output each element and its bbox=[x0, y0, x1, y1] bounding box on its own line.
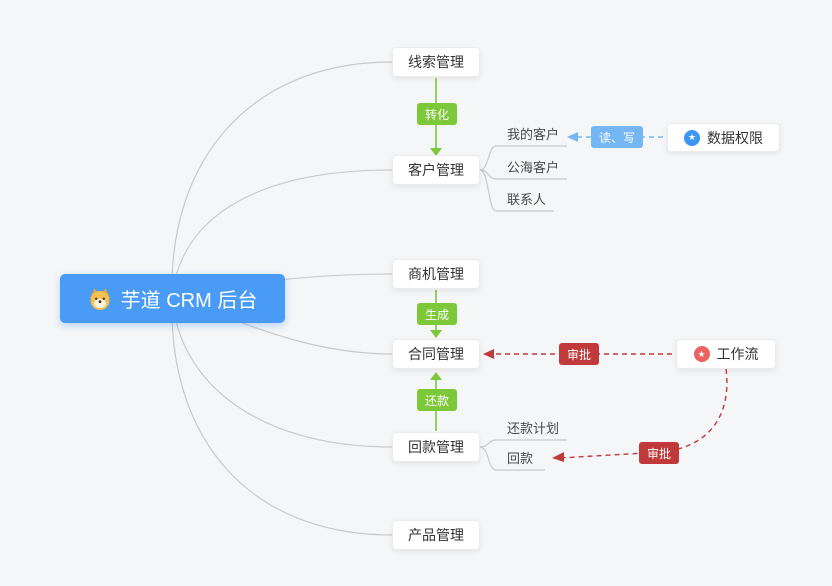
arrowhead-read-write bbox=[567, 132, 578, 142]
edge-root-products bbox=[171, 297, 393, 536]
edge-label-read-write[interactable]: 读、写 bbox=[591, 126, 644, 148]
edge-label-convert[interactable]: 转化 bbox=[417, 103, 458, 125]
arrowhead-convert bbox=[430, 148, 442, 156]
workflow-node[interactable]: ★ 工作流 bbox=[676, 339, 776, 369]
arrowhead-approve-repayment bbox=[552, 452, 564, 462]
edge-customers-contacts bbox=[479, 169, 554, 212]
edge-root-receivables bbox=[171, 297, 393, 448]
edge-label-approve-contract[interactable]: 审批 bbox=[559, 343, 600, 365]
arrowhead-repay bbox=[430, 372, 442, 380]
sub-item-public-customers[interactable]: 公海客户 bbox=[507, 160, 560, 175]
workflow-label: 工作流 bbox=[716, 346, 759, 362]
star-icon: ★ bbox=[693, 346, 710, 362]
branch-node-products[interactable]: 产品管理 bbox=[392, 520, 480, 550]
edge-receivables-plan bbox=[479, 439, 567, 448]
edge-label-generate[interactable]: 生成 bbox=[417, 303, 458, 325]
branch-node-label: 合同管理 bbox=[408, 346, 464, 362]
edge-root-customers bbox=[171, 169, 393, 299]
arrowhead-approve-contract bbox=[483, 349, 494, 359]
branch-node-contracts[interactable]: 合同管理 bbox=[392, 339, 480, 369]
arrowhead-generate bbox=[430, 330, 442, 338]
edge-label-approve-repayment[interactable]: 审批 bbox=[639, 442, 680, 464]
star-icon: ★ bbox=[684, 129, 700, 146]
branch-node-label: 产品管理 bbox=[408, 527, 464, 543]
branch-node-label: 客户管理 bbox=[408, 162, 464, 178]
root-node[interactable]: 芋道 CRM 后台 bbox=[60, 274, 285, 323]
edge-customers-public bbox=[479, 169, 567, 180]
root-node-label: 芋道 CRM 后台 bbox=[120, 290, 258, 312]
branch-node-label: 线索管理 bbox=[408, 54, 464, 70]
edge-receivables-repay bbox=[479, 446, 545, 471]
edge-root-leads bbox=[171, 61, 393, 299]
edge-customers-my bbox=[479, 145, 567, 171]
branch-node-opportunities[interactable]: 商机管理 bbox=[392, 259, 480, 289]
branch-node-customers[interactable]: 客户管理 bbox=[392, 155, 480, 185]
data-permission-node[interactable]: ★ 数据权限 bbox=[667, 123, 780, 152]
shiba-dog-icon bbox=[89, 288, 110, 310]
edge-label-repay[interactable]: 还款 bbox=[417, 389, 458, 411]
branch-node-receivables[interactable]: 回款管理 bbox=[392, 432, 480, 462]
data-permission-label: 数据权限 bbox=[707, 129, 763, 146]
branch-node-label: 回款管理 bbox=[408, 439, 464, 455]
sub-item-repayment-plan[interactable]: 还款计划 bbox=[507, 421, 560, 436]
sub-item-repayment[interactable]: 回款 bbox=[507, 451, 534, 466]
sub-item-my-customers[interactable]: 我的客户 bbox=[507, 127, 560, 142]
branch-node-label: 商机管理 bbox=[408, 266, 464, 282]
sub-item-contacts[interactable]: 联系人 bbox=[507, 192, 547, 207]
branch-node-leads[interactable]: 线索管理 bbox=[392, 47, 480, 77]
